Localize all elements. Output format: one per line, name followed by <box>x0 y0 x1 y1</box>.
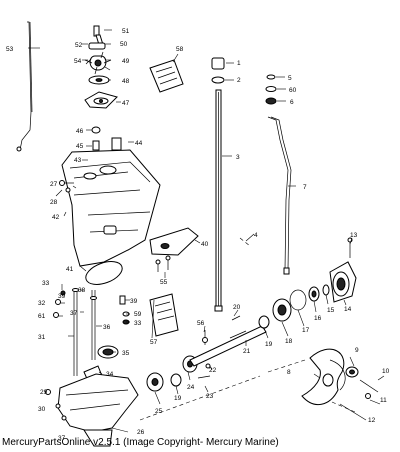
callout-11: 11 <box>380 397 387 404</box>
callout-4: 4 <box>254 232 258 239</box>
water-pump-assembly <box>84 25 118 109</box>
callout-51: 51 <box>122 28 130 35</box>
callout-12: 12 <box>368 417 376 424</box>
callout-58: 58 <box>176 46 184 53</box>
callout-39b: 39 <box>58 293 66 300</box>
leader-lines <box>28 29 385 433</box>
bearing-19b <box>170 373 182 387</box>
bolt-27-part <box>59 180 74 193</box>
pin-56 <box>202 330 208 345</box>
callout-7: 7 <box>303 184 307 191</box>
callout-28: 28 <box>50 199 58 206</box>
callout-5: 5 <box>288 75 292 82</box>
callout-25: 25 <box>155 408 163 415</box>
callout-2: 2 <box>237 77 241 84</box>
callout-47: 47 <box>122 100 130 107</box>
callout-46: 46 <box>76 128 84 135</box>
callout-19b: 19 <box>174 395 182 402</box>
bearing-35 <box>97 345 119 359</box>
seal-17-part <box>289 289 307 311</box>
callout-8: 8 <box>287 369 291 376</box>
callout-45: 45 <box>76 143 84 150</box>
callout-40: 40 <box>201 241 209 248</box>
callout-27: 27 <box>50 181 58 188</box>
bearing-16-part <box>308 286 320 302</box>
callout-26: 26 <box>137 429 145 436</box>
callout-18: 18 <box>285 338 293 345</box>
gasket-41-part <box>85 261 123 285</box>
callout-57: 57 <box>150 339 158 346</box>
callout-59: 59 <box>134 311 142 318</box>
callout-34: 34 <box>106 371 114 378</box>
callout-53: 53 <box>6 46 14 53</box>
callout-10: 10 <box>382 368 390 375</box>
gear-18-part <box>272 298 292 322</box>
callout-3: 3 <box>236 154 240 161</box>
callout-19: 19 <box>265 341 273 348</box>
small-parts-32-33-61 <box>53 290 66 318</box>
kit-box-58 <box>149 59 184 93</box>
callout-24: 24 <box>187 384 195 391</box>
callout-37b: 37 <box>58 435 66 442</box>
callout-50: 50 <box>120 41 128 48</box>
driveshaft-housing-part <box>61 149 161 267</box>
image-caption: MercuryPartsOnline v2.5.1 (Image Copyrig… <box>2 437 279 448</box>
ring-15-part <box>322 284 330 296</box>
callout-33b: 33 <box>134 320 142 327</box>
callout-29: 29 <box>40 389 48 396</box>
callout-9: 9 <box>355 347 359 354</box>
callout-38: 38 <box>78 287 86 294</box>
callout-6: 6 <box>290 99 294 106</box>
prop-hardware-9-10-11 <box>345 366 379 399</box>
callout-22: 22 <box>209 367 217 374</box>
callout-30: 30 <box>38 406 46 413</box>
callout-15: 15 <box>327 307 335 314</box>
callout-39: 39 <box>130 298 138 305</box>
callout-60: 60 <box>289 87 297 94</box>
washers-5-60-6 <box>265 74 277 105</box>
callout-labels: 1 2 3 4 5 60 6 7 8 9 10 11 12 13 14 15 1… <box>6 28 390 442</box>
cover-40-part <box>149 227 199 272</box>
callout-48: 48 <box>122 78 130 85</box>
gear-25-part <box>146 372 164 392</box>
shift-shaft-part <box>267 116 292 275</box>
bearing-carrier-part <box>329 261 357 303</box>
callout-52: 52 <box>75 42 83 49</box>
callout-33: 33 <box>42 280 50 287</box>
callout-44: 44 <box>135 140 143 147</box>
callout-36: 36 <box>103 324 111 331</box>
callout-17: 17 <box>302 327 310 334</box>
callout-56: 56 <box>197 320 205 327</box>
callout-54: 54 <box>74 58 82 65</box>
bolts-29-30 <box>45 389 67 421</box>
callout-23: 23 <box>206 393 214 400</box>
callout-61: 61 <box>38 313 46 320</box>
callout-1: 1 <box>237 60 241 67</box>
callout-41: 41 <box>66 266 74 273</box>
drive-shaft-31 <box>72 288 79 376</box>
callout-55: 55 <box>160 279 168 286</box>
shift-rod-part <box>16 21 33 152</box>
propeller-part <box>301 348 346 405</box>
callout-21: 21 <box>243 348 251 355</box>
callout-20: 20 <box>233 304 241 311</box>
gear-housing-part <box>57 373 139 447</box>
kit-box-57 <box>149 293 179 337</box>
shaft-36-38 <box>90 290 97 360</box>
callout-42: 42 <box>52 214 60 221</box>
callout-37: 37 <box>70 310 78 317</box>
callout-13: 13 <box>350 232 358 239</box>
callout-16: 16 <box>314 315 322 322</box>
gear-19-part <box>258 315 270 329</box>
callout-35: 35 <box>122 350 130 357</box>
callout-49: 49 <box>122 58 130 65</box>
callout-43: 43 <box>74 157 82 164</box>
callout-32: 32 <box>38 300 46 307</box>
propeller-shaft-part <box>189 315 267 367</box>
callout-14: 14 <box>344 306 352 313</box>
water-tube-part <box>211 57 225 312</box>
screw-13-part <box>347 237 353 258</box>
callout-31: 31 <box>38 334 46 341</box>
